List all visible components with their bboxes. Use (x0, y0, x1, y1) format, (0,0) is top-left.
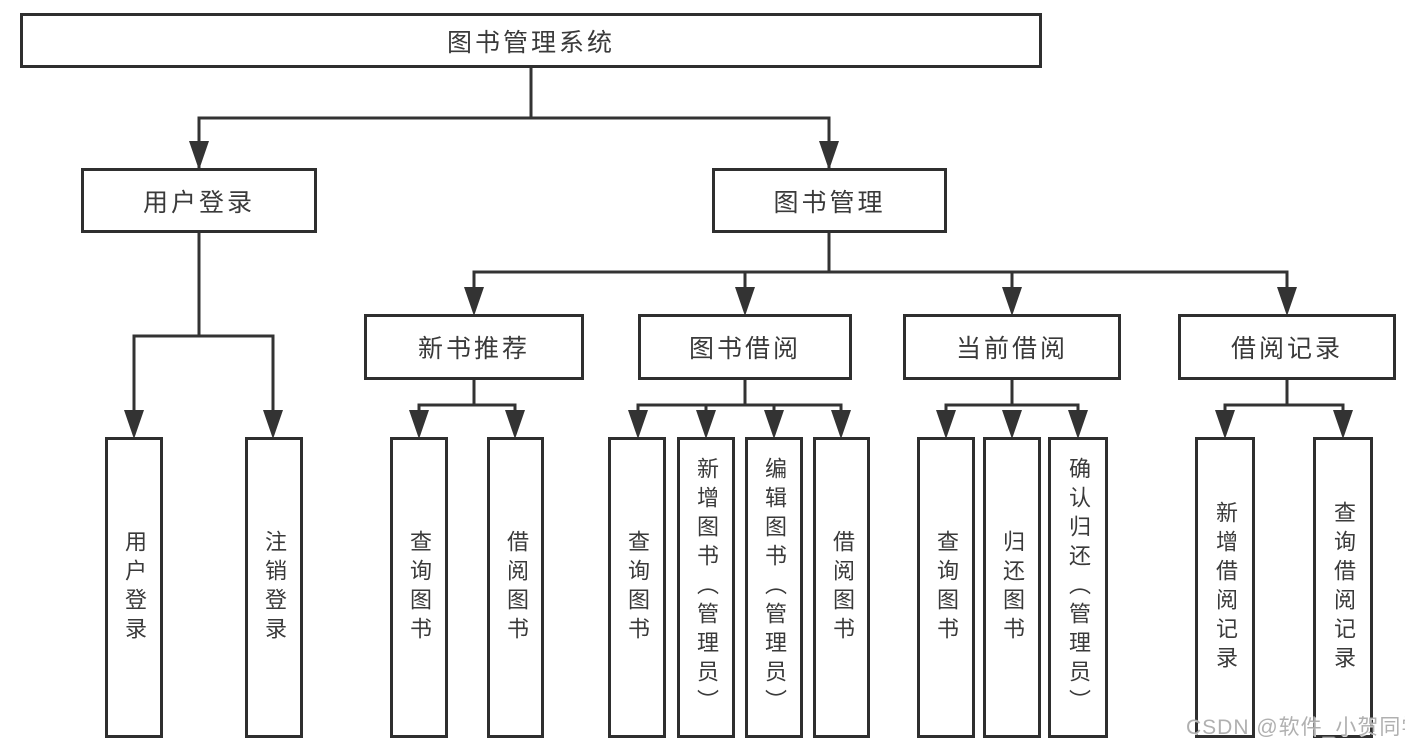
csdn-watermark: CSDN @软件_小贺同学 (1186, 716, 1405, 739)
leaf-edit-books-admin: 编辑图书（管理员） (745, 437, 803, 738)
leaf-query-books-current: 查询图书 (917, 437, 975, 738)
leaf-confirm-return-admin: 确认归还（管理员） (1048, 437, 1108, 738)
leaf-user-login: 用户登录 (105, 437, 163, 738)
leaf-query-books-borrowing: 查询图书 (608, 437, 666, 738)
leaf-borrow-books-borrowing: 借阅图书 (813, 437, 870, 738)
node-library-management-system: 图书管理系统 (20, 13, 1042, 68)
leaf-logout: 注销登录 (245, 437, 303, 738)
node-current-borrowing: 当前借阅 (903, 314, 1121, 380)
node-borrowing-records: 借阅记录 (1178, 314, 1396, 380)
node-book-management: 图书管理 (712, 168, 947, 233)
leaf-query-borrow-record: 查询借阅记录 (1313, 437, 1373, 738)
node-new-book-recommend: 新书推荐 (364, 314, 584, 380)
node-book-borrowing: 图书借阅 (638, 314, 852, 380)
leaf-query-books-recommend: 查询图书 (390, 437, 448, 738)
leaf-add-borrow-record: 新增借阅记录 (1195, 437, 1255, 738)
arrowheads (124, 141, 1353, 439)
leaf-borrow-books-recommend: 借阅图书 (487, 437, 544, 738)
leaf-add-books-admin: 新增图书（管理员） (677, 437, 735, 738)
node-user-login: 用户登录 (81, 168, 317, 233)
leaf-return-books: 归还图书 (983, 437, 1041, 738)
